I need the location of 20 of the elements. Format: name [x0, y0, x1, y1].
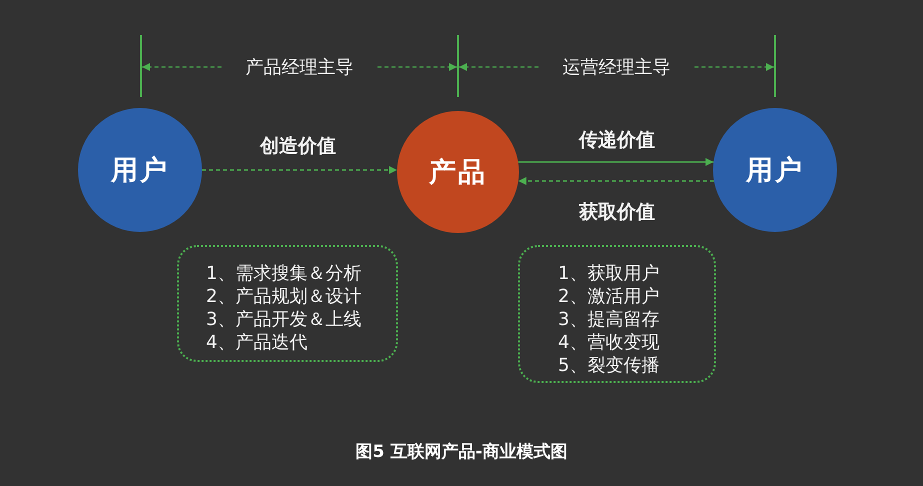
dimension-label: 产品经理主导 [246, 56, 354, 79]
list-item: 2、产品规划＆设计 [206, 285, 362, 308]
list-item: 3、提高留存 [558, 308, 660, 331]
dotted-list-box [518, 245, 716, 383]
list-item: 4、营收变现 [558, 331, 660, 354]
node-label: 用户 [111, 154, 169, 188]
list-item: 2、激活用户 [558, 285, 660, 308]
dotted-list-box [177, 245, 398, 362]
caption: 图5 互联网产品-商业模式图 [356, 442, 568, 462]
list-item: 3、产品开发＆上线 [206, 308, 362, 331]
node-label: 用户 [746, 154, 804, 188]
list-item: 4、产品迭代 [206, 331, 308, 354]
arrow [202, 166, 398, 174]
list-item: 1、获取用户 [558, 262, 660, 285]
dimension-label: 运营经理主导 [562, 56, 670, 79]
node-label: 产品 [429, 156, 487, 190]
arrow [518, 177, 714, 185]
list-item: 1、需求搜集＆分析 [206, 262, 362, 285]
list-item: 5、裂变传播 [558, 354, 660, 377]
arrow [518, 158, 714, 166]
